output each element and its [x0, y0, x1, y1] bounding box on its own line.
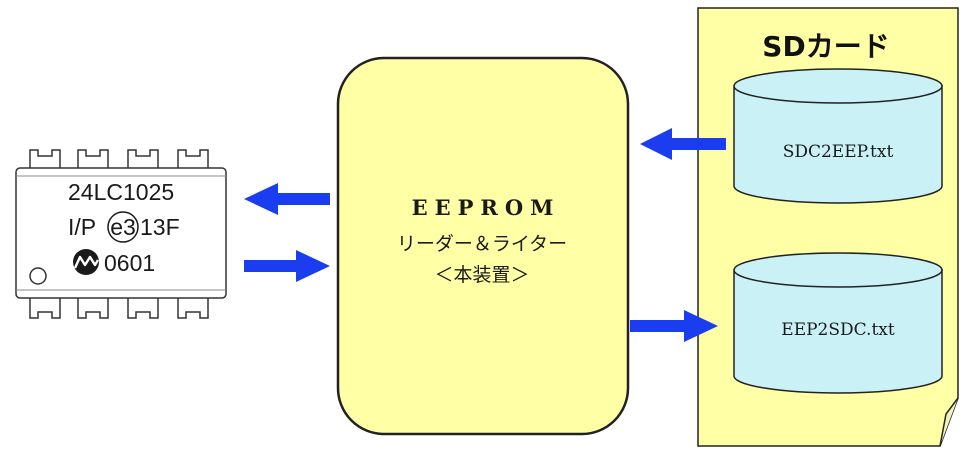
chip-body	[15, 167, 227, 299]
file-label-eep2sdc: EEP2SDC.txt	[781, 320, 895, 340]
chip-part-number: 24LC1025	[68, 179, 174, 205]
chip-bottom-pins	[29, 298, 209, 319]
arrow-reader-to-sd	[630, 310, 718, 342]
arrow-chip-to-reader	[244, 250, 330, 282]
chip-date-code: 0601	[104, 250, 155, 276]
file-cylinder-1: SDC2EEP.txt	[733, 68, 943, 204]
microchip-logo-icon	[73, 249, 100, 275]
sd-card-title: SDカード	[762, 30, 889, 63]
chip-top-pins	[29, 149, 209, 168]
arrows	[244, 128, 726, 342]
reader-body	[336, 56, 630, 436]
file-label-sdc2eep: SDC2EEP.txt	[783, 142, 894, 162]
arrow-sd-to-reader	[640, 128, 726, 160]
chip-code-mark: e3	[110, 214, 136, 240]
chip-code-suffix: 13F	[140, 214, 180, 240]
sd-card: SDカード SDC2EEP.txt EEP2SDC.txt	[697, 7, 959, 447]
reader-device-label: ＜本装置＞	[434, 264, 529, 286]
pin1-dot	[29, 267, 47, 285]
reader-subtitle: リーダー＆ライター	[397, 233, 567, 255]
chip-code-prefix: I/P	[68, 214, 96, 240]
reader-box: EEPROM リーダー＆ライター ＜本装置＞	[336, 56, 630, 436]
e3-mark-circle	[107, 211, 139, 243]
file-cylinder-2: EEP2SDC.txt	[733, 252, 943, 394]
arrow-reader-to-chip	[244, 183, 330, 215]
eeprom-chip: 24LC1025 I/P e3 13F 0601	[15, 149, 227, 319]
sd-card-page-curl	[939, 397, 959, 447]
reader-title: EEPROM	[412, 195, 561, 220]
